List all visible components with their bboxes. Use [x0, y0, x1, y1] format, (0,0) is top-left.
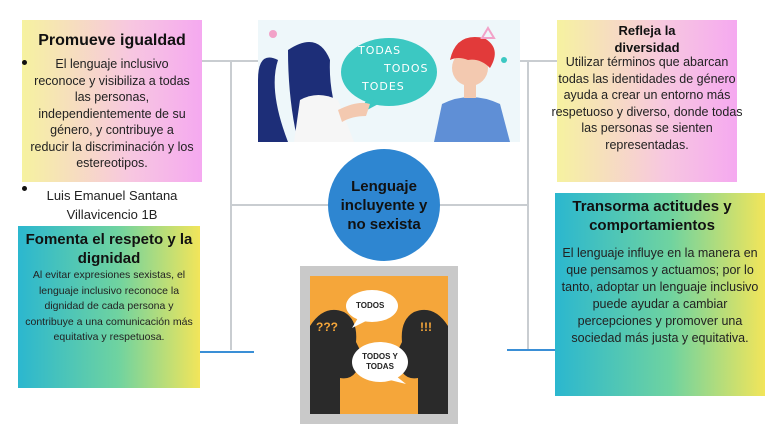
- bubble-word: TODAS: [358, 44, 402, 57]
- topic-box-promueve-igualdad: Promueve igualdad El lenguaje inclusivo …: [22, 20, 202, 182]
- people-talking-graphic: [258, 20, 520, 142]
- topic-box-transforma-actitudes: Transorma actitudes y comportamientos El…: [555, 193, 765, 396]
- box-title: Fomenta el respeto y la dignidad: [25, 231, 193, 267]
- connector-top-left: [200, 60, 258, 62]
- heads-graphic: [310, 290, 448, 414]
- connector-bottom-left: [196, 351, 254, 353]
- author-group: Villavicencio 1B: [66, 207, 158, 222]
- connector-top-right: [520, 60, 558, 62]
- bullet-point: [22, 186, 27, 191]
- box-text: El lenguaje inclusivo reconoce y visibil…: [30, 57, 194, 170]
- exclamation-marks: !!!: [420, 320, 432, 334]
- topic-box-refleja-diversidad: Refleja la diversidad Utilizar términos …: [551, 20, 743, 182]
- topic-box-fomenta-respeto: Fomenta el respeto y la dignidad Al evit…: [18, 226, 200, 388]
- box-text: El lenguaje influye en la manera en que …: [561, 246, 759, 345]
- central-topic-label: Lenguaje incluyente y no sexista: [340, 177, 428, 233]
- connector-bottom-right: [507, 349, 565, 351]
- connector-horizontal-right: [438, 204, 529, 206]
- illustration-background: TODOS TODOS Y TODAS ??? !!!: [310, 276, 448, 414]
- bubble-word: TODOS: [384, 62, 429, 75]
- box-title: Refleja la diversidad: [614, 23, 680, 55]
- box-title: Promueve igualdad: [38, 32, 186, 49]
- connector-horizontal-left: [230, 204, 330, 206]
- box-title: Transorma actitudes y comportamientos: [572, 198, 732, 234]
- bubble-word: TODOS: [356, 301, 385, 310]
- bullet-point: [22, 60, 27, 65]
- bubble-word: TODOS Y TODAS: [362, 352, 398, 371]
- illustration-people-talking: TODAS TODOS TODES: [258, 20, 520, 142]
- central-topic-circle: Lenguaje incluyente y no sexista: [328, 149, 440, 261]
- box-text: Utilizar términos que abarcan todas las …: [551, 55, 743, 152]
- box-text: Al evitar expresiones sexistas, el lengu…: [25, 269, 193, 343]
- bubble-word: TODES: [362, 80, 405, 93]
- question-marks: ???: [316, 320, 338, 334]
- author-name: Luis Emanuel Santana: [46, 188, 178, 203]
- illustration-heads-dialogue: TODOS TODOS Y TODAS ??? !!!: [300, 266, 458, 424]
